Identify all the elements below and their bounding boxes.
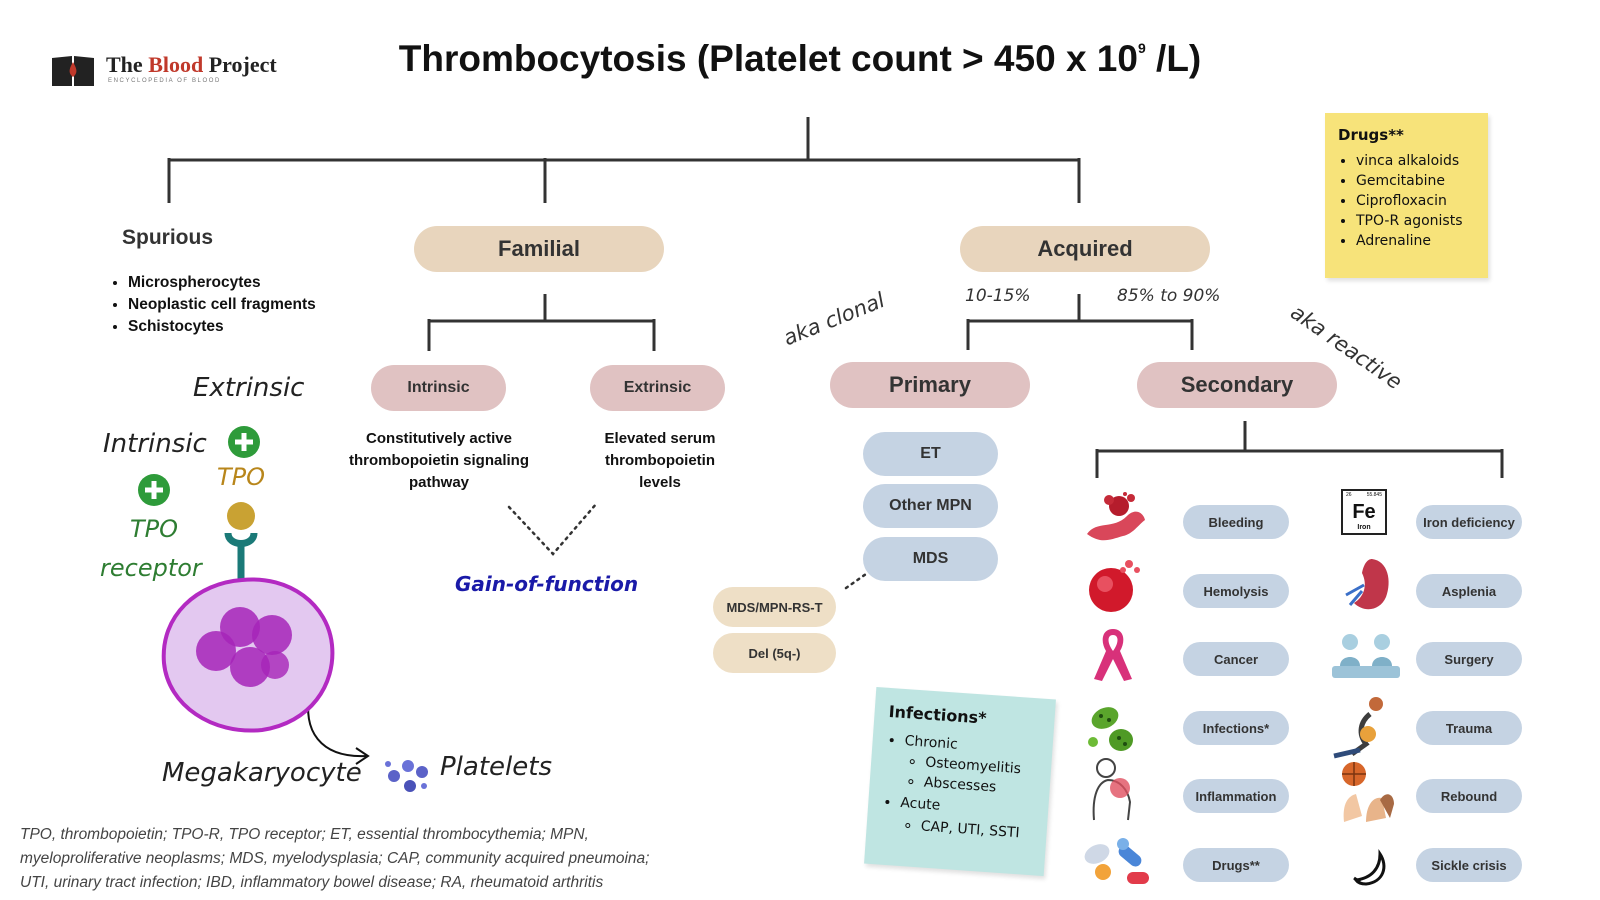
logo-subtitle: ENCYCLOPEDIA OF BLOOD	[108, 78, 221, 84]
list-item: Schistocytes	[128, 318, 398, 336]
logo[interactable]: The Blood Project ENCYCLOPEDIA OF BLOOD	[50, 50, 290, 90]
logo-prefix: The	[106, 52, 149, 77]
title-end: /L)	[1145, 38, 1202, 79]
list-item: TPO-R agonists	[1356, 211, 1463, 231]
list-item: Acute	[900, 793, 941, 816]
secondary-rebound-node[interactable]: Rebound	[1416, 779, 1522, 813]
secondary-iron-deficiency-node[interactable]: Iron deficiency	[1416, 505, 1522, 539]
spurious-heading: Spurious	[122, 226, 214, 249]
familial-extrinsic-node[interactable]: Extrinsic	[590, 365, 725, 411]
secondary-cancer-node[interactable]: Cancer	[1183, 642, 1289, 676]
secondary-sickle-crisis-node[interactable]: Sickle crisis	[1416, 848, 1522, 882]
book-icon	[52, 56, 94, 86]
iron-name: Iron	[1357, 524, 1371, 531]
secondary-trauma-node[interactable]: Trauma	[1416, 711, 1522, 745]
del-5q-node[interactable]: Del (5q-)	[713, 633, 836, 673]
bleeding-icon	[1087, 492, 1145, 541]
gain-of-function-label: Gain-of-function	[455, 572, 639, 596]
intrinsic-description: Constitutively active thrombopoietin sig…	[349, 430, 529, 491]
drugs-note-title: Drugs**	[1338, 126, 1404, 144]
primary-mds-node[interactable]: MDS	[863, 537, 998, 581]
ribbon-icon	[1094, 629, 1132, 681]
title-sup: 9	[1137, 40, 1146, 56]
infections-note-title: Infections*	[888, 701, 988, 728]
secondary-percent: 85% to 90%	[1117, 286, 1221, 306]
tpo-label: TPO	[217, 463, 266, 491]
legend-line: UTI, urinary tract infection; IBD, infla…	[20, 874, 604, 891]
title-main: Thrombocytosis (Platelet count > 450 x 1…	[398, 38, 1138, 79]
acquired-node[interactable]: Acquired	[960, 226, 1210, 272]
list-item: vinca alkaloids	[1356, 151, 1463, 171]
secondary-node[interactable]: Secondary	[1137, 362, 1337, 408]
secondary-inflammation-node[interactable]: Inflammation	[1183, 779, 1289, 813]
list-item: Adrenaline	[1356, 231, 1463, 251]
extrinsic-description: Elevated serum thrombopoietin levels	[604, 430, 716, 491]
rebound-icon	[1342, 762, 1394, 822]
drugs-note: Drugs** vinca alkaloids Gemcitabine Cipr…	[1325, 113, 1488, 278]
mds-mpn-rs-t-node[interactable]: MDS/MPN-RS-T	[713, 587, 836, 627]
inflammation-icon	[1092, 758, 1132, 821]
hemolysis-icon	[1089, 560, 1140, 612]
secondary-infections-node[interactable]: Infections*	[1183, 711, 1289, 745]
spurious-list: Microspherocytes Neoplastic cell fragmen…	[110, 274, 398, 340]
iron-number: 26	[1346, 492, 1352, 498]
list-item: Gemcitabine	[1356, 171, 1463, 191]
familial-node[interactable]: Familial	[414, 226, 664, 272]
megakaryocyte-illustration	[161, 502, 335, 733]
tpo-receptor-label-line2: receptor	[100, 554, 202, 582]
platelets-icon	[385, 760, 428, 792]
legend-line: myeloproliferative neoplasms; MDS, myelo…	[20, 850, 650, 867]
logo-brand: Blood	[148, 52, 204, 77]
sickle-cell-icon	[1353, 849, 1386, 886]
intrinsic-label: Intrinsic	[103, 429, 207, 459]
secondary-hemolysis-node[interactable]: Hemolysis	[1183, 574, 1289, 608]
secondary-asplenia-node[interactable]: Asplenia	[1416, 574, 1522, 608]
plus-icon	[138, 474, 170, 506]
secondary-drugs-node[interactable]: Drugs**	[1183, 848, 1289, 882]
platelets-label: Platelets	[440, 752, 552, 782]
megakaryocyte-label: Megakaryocyte	[162, 758, 362, 788]
abbreviations-legend: TPO, thrombopoietin; TPO-R, TPO receptor…	[20, 823, 740, 895]
list-item: Ciprofloxacin	[1356, 191, 1463, 211]
secondary-bleeding-node[interactable]: Bleeding	[1183, 505, 1289, 539]
legend-line: TPO, thrombopoietin; TPO-R, TPO receptor…	[20, 826, 589, 843]
infections-note: Infections* Chronic Osteomyelitis Absces…	[864, 686, 1056, 877]
iron-icon: 26 55.845 Fe Iron	[1341, 489, 1387, 535]
list-item: Neoplastic cell fragments	[128, 296, 398, 314]
extrinsic-label: Extrinsic	[193, 373, 305, 403]
primary-et-node[interactable]: ET	[863, 432, 998, 476]
logo-suffix: Project	[203, 52, 277, 77]
primary-node[interactable]: Primary	[830, 362, 1030, 408]
spleen-icon	[1345, 559, 1389, 610]
iron-symbol: Fe	[1352, 501, 1376, 523]
primary-other-mpn-node[interactable]: Other MPN	[863, 484, 998, 528]
list-item: Microspherocytes	[128, 274, 398, 292]
bacteria-icon	[1088, 707, 1133, 751]
primary-percent: 10-15%	[965, 286, 1031, 306]
familial-intrinsic-node[interactable]: Intrinsic	[371, 365, 506, 411]
tpo-receptor-label-line1: TPO	[130, 515, 179, 543]
pills-icon	[1084, 838, 1149, 884]
iron-mass: 55.845	[1366, 492, 1382, 498]
trauma-icon	[1333, 697, 1383, 759]
page-title: Thrombocytosis (Platelet count > 450 x 1…	[300, 38, 1300, 80]
secondary-surgery-node[interactable]: Surgery	[1416, 642, 1522, 676]
plus-icon	[228, 426, 260, 458]
list-item: CAP, UTI, SSTI	[920, 816, 1020, 843]
surgery-icon	[1332, 634, 1400, 678]
